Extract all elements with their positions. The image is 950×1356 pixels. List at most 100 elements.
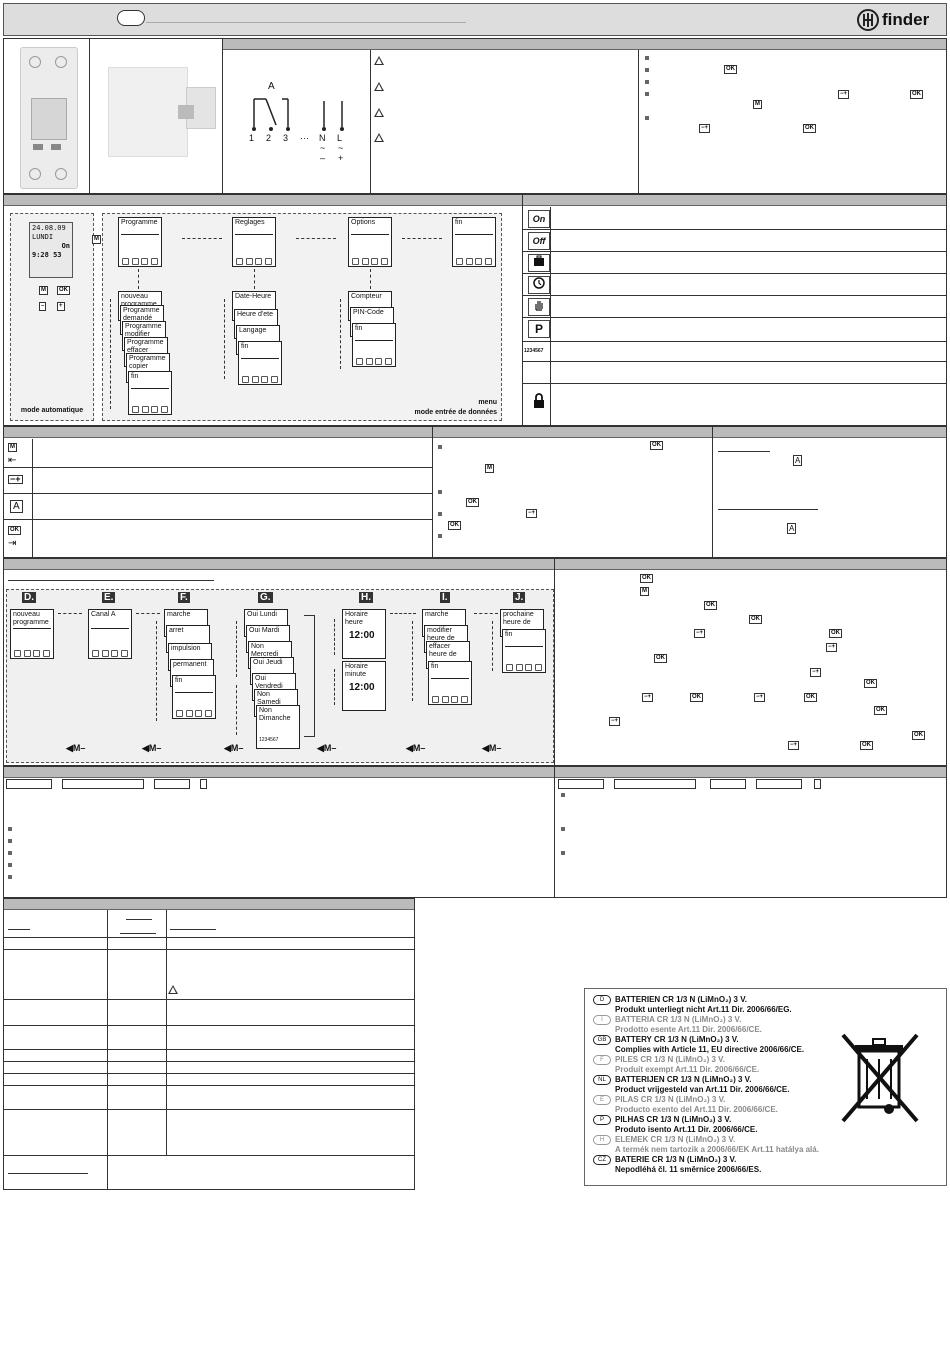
- minus-button[interactable]: –: [39, 302, 47, 311]
- title-line: [146, 22, 466, 23]
- country-code-badge: H: [593, 1135, 611, 1145]
- battery-text: Prodotto esente Art.11 Dir. 2006/66/CE.: [615, 1025, 762, 1034]
- lcd-opt-sub-2[interactable]: fin: [352, 323, 396, 367]
- divider: [522, 195, 523, 425]
- crossed-bin-icon: [841, 1033, 919, 1123]
- battery-title: PILHAS CR 1/3 N (LiMnO₂) 3 V.: [615, 1115, 732, 1124]
- lcd-regl-sub-3[interactable]: fin: [238, 341, 282, 385]
- bullet: [645, 68, 649, 72]
- bullet: [561, 851, 565, 855]
- step-h: H.: [359, 592, 373, 603]
- divider: [638, 39, 639, 193]
- plus-button[interactable]: +: [57, 302, 65, 311]
- section-header: [4, 767, 946, 778]
- lcd-prog-sub-5[interactable]: fin: [128, 371, 172, 415]
- terminal-n: N: [319, 133, 326, 143]
- section-header: [223, 39, 946, 50]
- divider: [432, 427, 433, 557]
- lcd-f-4[interactable]: fin: [172, 675, 216, 719]
- lock-icon: [528, 393, 550, 411]
- device-front-image: [20, 47, 78, 189]
- country-code-badge: CZ: [593, 1155, 611, 1165]
- scroll-arrow: [236, 685, 237, 735]
- terminal-l-ac: ~: [338, 143, 344, 153]
- finder-logo: finder: [856, 8, 946, 32]
- back-m-3: ◀M–: [317, 743, 337, 753]
- minus-plus-key-icon: −+: [788, 741, 800, 750]
- underline: [170, 929, 216, 930]
- minus-plus-key-icon: −+: [810, 668, 822, 677]
- bullet: [645, 116, 649, 120]
- minus-plus-key-icon: −+: [8, 474, 23, 484]
- bullet: [645, 56, 649, 60]
- loop-arrow: [304, 615, 315, 737]
- ok-key-icon: OK: [724, 65, 737, 74]
- scroll-arrow: [492, 621, 493, 671]
- battery-text: Produto isento Art.11 Dir. 2006/66/CE.: [615, 1125, 758, 1134]
- divider: [32, 439, 33, 557]
- ok-key-icon: OK: [654, 654, 667, 663]
- lcd-date: 24.08.09: [32, 224, 66, 232]
- lcd-i-3[interactable]: fin: [428, 661, 472, 705]
- lcd-programme[interactable]: Programme: [118, 217, 162, 267]
- nav-arrow: [136, 613, 160, 614]
- ok-key-icon: OK: [912, 731, 925, 740]
- a-channel-icon: A: [787, 523, 797, 534]
- ok-key-icon: OK: [860, 741, 873, 750]
- lcd-fin[interactable]: fin: [452, 217, 496, 267]
- table-row: [4, 999, 414, 1000]
- battery-text: Produkt unterliegt nicht Art.11 Dir. 200…: [615, 1005, 792, 1014]
- tab-box: [558, 779, 604, 789]
- lcd-d[interactable]: nouveau programme: [10, 609, 54, 659]
- bullet: [438, 534, 442, 538]
- lcd-e[interactable]: Canal A: [88, 609, 132, 659]
- lcd-options[interactable]: Options: [348, 217, 392, 267]
- technical-table: [3, 898, 415, 1190]
- battery-text: Complies with Article 11, EU directive 2…: [615, 1045, 805, 1054]
- terminal-1: 1: [249, 133, 255, 143]
- battery-text: Producto exento del Art.11 Dir. 2006/66/…: [615, 1105, 778, 1114]
- lcd-j-1[interactable]: fin: [502, 629, 546, 673]
- auto-mode-panel: 24.08.09 LUNDI On 9:28 53 M OK – + mode …: [10, 213, 94, 421]
- minute-value: 12:00: [349, 682, 375, 693]
- m-key-icon: M: [640, 587, 649, 596]
- tab-box: [62, 779, 144, 789]
- minus-plus-key-icon: −+: [609, 717, 621, 726]
- row-divider: [4, 519, 432, 520]
- battery-title: BATTERIEN CR 1/3 N (LiMnO₂) 3 V.: [615, 995, 748, 1004]
- divider: [554, 767, 555, 897]
- table-row: [4, 1109, 414, 1110]
- col-divider: [107, 1155, 108, 1189]
- minus-plus-key-icon: −+: [694, 629, 706, 638]
- lcd-reglages[interactable]: Reglages: [232, 217, 276, 267]
- back-m-0: ◀M–: [66, 743, 86, 753]
- battery-text: Nepodléhá čl. 11 směrnice 2006/66/ES.: [615, 1165, 762, 1174]
- m-key-icon: M: [8, 443, 17, 452]
- table-row: [4, 1073, 414, 1074]
- text-section: [3, 766, 947, 898]
- underline: [126, 919, 152, 920]
- ok-button[interactable]: OK: [57, 286, 70, 295]
- scroll-arrow: [224, 299, 225, 379]
- ok-arrow: [370, 269, 371, 289]
- battery-title: BATTERIJEN CR 1/3 N (LiMnO₂) 3 V.: [615, 1075, 752, 1084]
- table-row: [4, 1085, 414, 1086]
- bullet: [561, 827, 565, 831]
- row-divider: [523, 251, 946, 252]
- finder-logo-icon: [857, 9, 879, 31]
- step-i: I.: [440, 592, 450, 603]
- bullet: [438, 445, 442, 449]
- scroll-arrow: [334, 669, 335, 705]
- m-button[interactable]: M: [39, 286, 48, 295]
- nav-arrow: [402, 238, 442, 239]
- nav-arrow: [390, 613, 416, 614]
- minus-plus-key-icon: −+: [642, 693, 654, 702]
- minus-plus-key-icon: −+: [826, 643, 838, 652]
